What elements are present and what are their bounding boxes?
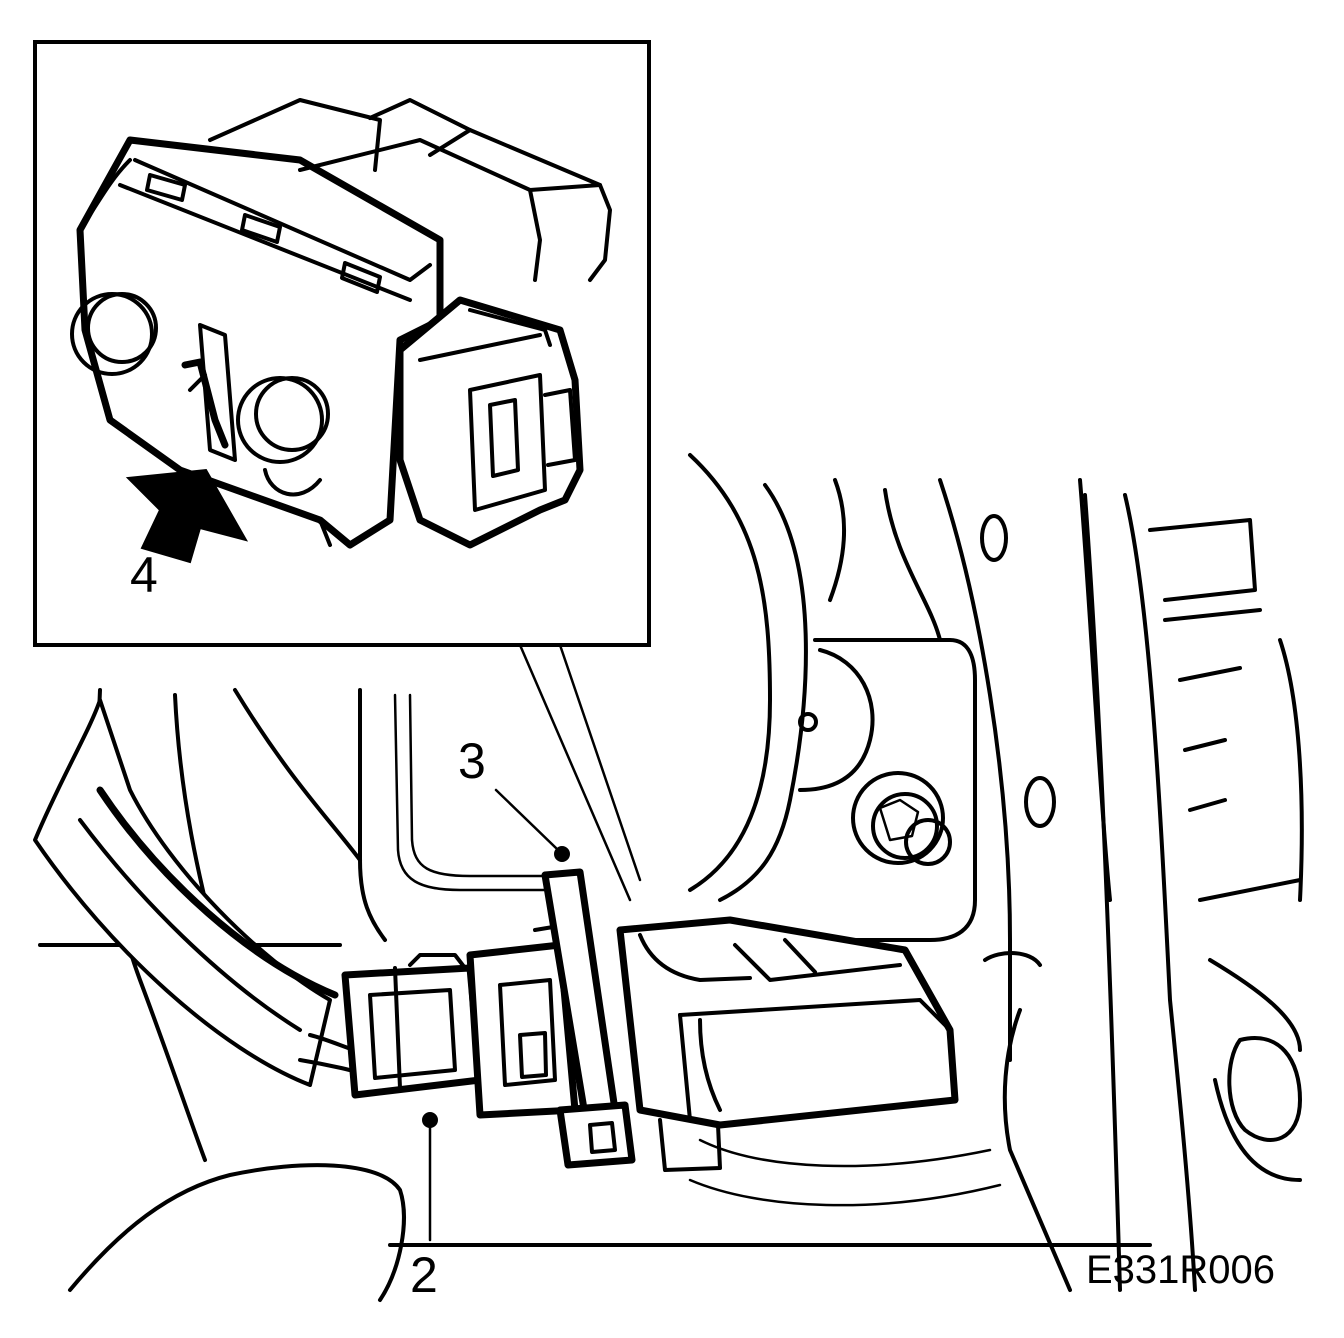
vehicle-structure (38, 453, 1304, 1302)
inset-connector (70, 98, 612, 549)
callout-leaders (422, 788, 570, 1242)
detail-inset: 4 (33, 40, 651, 902)
callout-label-2: 2 (410, 1247, 438, 1303)
callout-label-4: 4 (130, 547, 158, 603)
callout-2-dot (422, 1112, 438, 1128)
callout-3-dot (554, 846, 570, 862)
pointer-arrow (125, 468, 249, 564)
connector-assembly (341, 868, 959, 1172)
callout-label-3: 3 (458, 733, 486, 789)
wiring-loom (33, 698, 372, 1087)
figure-code: E331R006 (1086, 1248, 1275, 1292)
